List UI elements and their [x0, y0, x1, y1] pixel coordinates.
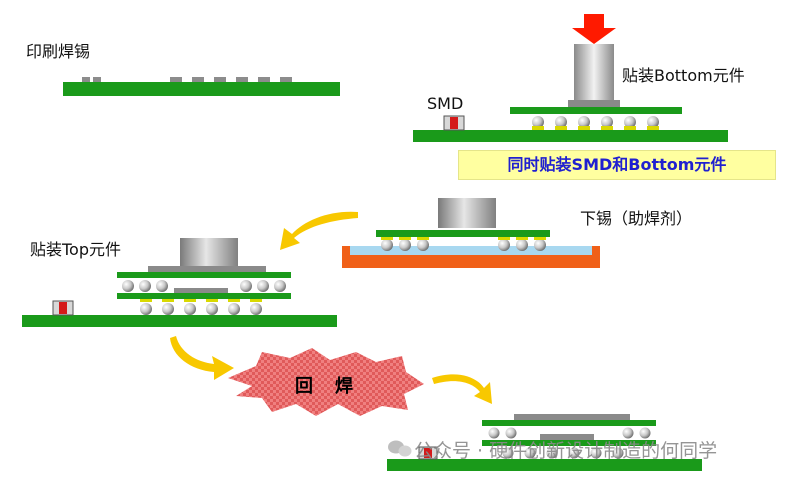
top-chip-base	[148, 266, 266, 272]
top-package-substrate	[482, 420, 656, 426]
banner-text: 同时贴装SMD和Bottom元件	[507, 155, 727, 174]
down-arrow-icon	[572, 14, 616, 44]
curved-arrow-icon	[432, 374, 492, 404]
label-place-top: 贴装Top元件	[30, 240, 122, 259]
bottom-chip	[174, 288, 228, 294]
pcb-board	[413, 130, 728, 142]
top-chip-base	[514, 414, 630, 420]
step-reflow-result	[387, 414, 702, 471]
chip-body	[438, 198, 496, 228]
step-dip-flux	[342, 198, 600, 268]
smd-component	[52, 300, 74, 316]
label-print-solder: 印刷焊锡	[26, 42, 91, 61]
chip-body	[180, 238, 238, 266]
pcb-board	[22, 315, 337, 327]
curved-arrow-icon	[170, 336, 234, 380]
step-place-bottom	[413, 14, 728, 142]
reflow-burst	[228, 348, 424, 416]
wechat-icon	[388, 440, 412, 457]
pcb-board	[387, 459, 702, 471]
bottom-package-substrate	[117, 293, 291, 299]
label-place-bottom: 贴装Bottom元件	[622, 66, 745, 85]
label-smd: SMD	[427, 94, 464, 113]
solder-balls	[122, 280, 286, 292]
step-print-solder	[63, 77, 340, 96]
bottom-package-substrate	[482, 440, 656, 446]
package-substrate	[510, 107, 682, 114]
smd-component	[418, 446, 438, 460]
bottom-chip	[540, 434, 594, 440]
smd-component	[443, 115, 465, 131]
pcb-board	[63, 82, 340, 96]
solder-balls	[381, 239, 546, 251]
watermark-text: 公众号 · 硬件创新设计制造的何同学	[414, 440, 718, 462]
flux-liquid	[350, 246, 592, 255]
pick-nozzle	[574, 44, 614, 102]
curved-arrow-icon	[280, 211, 358, 250]
step-place-top	[22, 238, 337, 327]
package-substrate	[376, 230, 550, 237]
top-package-substrate	[117, 272, 291, 278]
bottom-chip	[568, 100, 620, 107]
label-reflow: 回焊	[295, 376, 375, 397]
solder-balls	[140, 303, 262, 315]
solder-balls	[532, 116, 659, 128]
label-dip-solder: 下锡（助焊剂）	[580, 209, 693, 228]
solder-paste-pads	[82, 77, 292, 82]
simultaneous-banner: 同时贴装SMD和Bottom元件	[458, 150, 776, 180]
